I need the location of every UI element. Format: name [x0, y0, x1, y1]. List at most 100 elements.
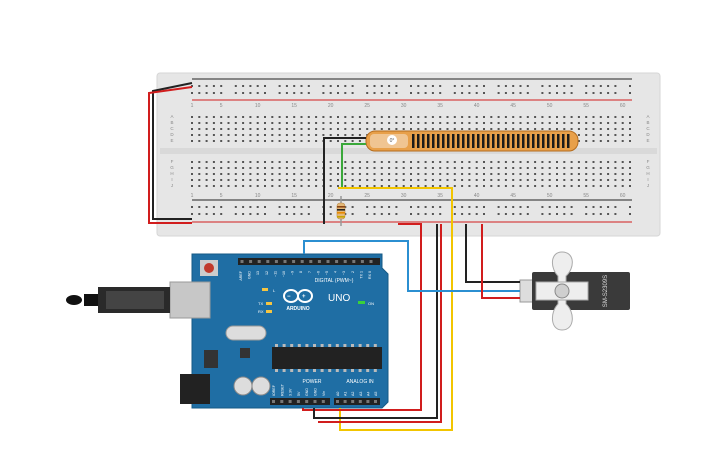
terminal-hole[interactable] [358, 173, 361, 175]
terminal-hole[interactable] [453, 179, 456, 181]
terminal-hole[interactable] [242, 167, 245, 169]
analog-pin[interactable] [343, 400, 347, 403]
terminal-hole[interactable] [351, 128, 354, 130]
terminal-hole[interactable] [490, 116, 493, 118]
terminal-hole[interactable] [519, 173, 522, 175]
terminal-hole[interactable] [556, 128, 558, 130]
terminal-hole[interactable] [577, 134, 580, 136]
terminal-hole[interactable] [607, 185, 610, 187]
terminal-hole[interactable] [490, 173, 493, 175]
terminal-hole[interactable] [475, 122, 478, 124]
terminal-hole[interactable] [242, 161, 245, 163]
rail-hole[interactable] [380, 206, 383, 208]
terminal-hole[interactable] [410, 116, 412, 118]
rail-hole[interactable] [329, 206, 332, 208]
terminal-hole[interactable] [380, 167, 383, 169]
terminal-hole[interactable] [599, 161, 602, 163]
rail-hole[interactable] [519, 213, 522, 215]
terminal-hole[interactable] [278, 179, 281, 181]
terminal-hole[interactable] [271, 122, 274, 124]
rail-hole[interactable] [417, 206, 420, 208]
rail-hole[interactable] [264, 85, 266, 87]
terminal-hole[interactable] [607, 179, 610, 181]
terminal-hole[interactable] [191, 173, 193, 175]
terminal-hole[interactable] [388, 128, 391, 130]
terminal-hole[interactable] [307, 128, 310, 130]
terminal-hole[interactable] [205, 140, 208, 142]
rail-hole[interactable] [366, 213, 369, 215]
terminal-hole[interactable] [227, 140, 230, 142]
terminal-hole[interactable] [577, 167, 580, 169]
terminal-hole[interactable] [220, 140, 223, 142]
terminal-hole[interactable] [278, 122, 281, 124]
terminal-hole[interactable] [497, 185, 500, 187]
terminal-hole[interactable] [205, 173, 208, 175]
terminal-hole[interactable] [541, 167, 544, 169]
terminal-hole[interactable] [234, 161, 237, 163]
terminal-hole[interactable] [271, 128, 274, 130]
rail-hole[interactable] [504, 213, 507, 215]
terminal-hole[interactable] [461, 116, 464, 118]
terminal-hole[interactable] [526, 185, 529, 187]
terminal-hole[interactable] [322, 116, 325, 118]
terminal-hole[interactable] [322, 128, 325, 130]
rail-hole[interactable] [351, 92, 354, 94]
terminal-hole[interactable] [592, 179, 595, 181]
terminal-hole[interactable] [410, 161, 412, 163]
terminal-hole[interactable] [512, 179, 515, 181]
terminal-hole[interactable] [329, 122, 332, 124]
terminal-hole[interactable] [315, 179, 318, 181]
terminal-hole[interactable] [556, 167, 558, 169]
rail-hole[interactable] [278, 206, 281, 208]
terminal-hole[interactable] [592, 161, 595, 163]
terminal-hole[interactable] [285, 116, 288, 118]
terminal-hole[interactable] [446, 116, 449, 118]
terminal-hole[interactable] [629, 140, 631, 142]
rail-hole[interactable] [234, 92, 237, 94]
rail-hole[interactable] [592, 213, 595, 215]
terminal-hole[interactable] [490, 185, 493, 187]
rail-hole[interactable] [234, 206, 237, 208]
terminal-hole[interactable] [629, 179, 631, 181]
terminal-hole[interactable] [497, 116, 500, 118]
rail-hole[interactable] [198, 92, 201, 94]
terminal-hole[interactable] [629, 134, 631, 136]
rail-hole[interactable] [475, 92, 478, 94]
terminal-hole[interactable] [366, 122, 369, 124]
terminal-hole[interactable] [541, 179, 544, 181]
terminal-hole[interactable] [212, 140, 215, 142]
terminal-hole[interactable] [227, 185, 230, 187]
terminal-hole[interactable] [380, 179, 383, 181]
terminal-hole[interactable] [329, 161, 332, 163]
rail-hole[interactable] [512, 206, 515, 208]
rail-hole[interactable] [512, 85, 515, 87]
terminal-hole[interactable] [607, 140, 610, 142]
terminal-hole[interactable] [468, 122, 471, 124]
terminal-hole[interactable] [285, 173, 288, 175]
rail-hole[interactable] [191, 92, 193, 94]
rail-hole[interactable] [256, 213, 259, 215]
rail-hole[interactable] [548, 85, 551, 87]
terminal-hole[interactable] [191, 179, 193, 181]
digital-pin[interactable] [257, 260, 261, 263]
power-pin[interactable] [321, 400, 325, 403]
rail-hole[interactable] [322, 92, 325, 94]
terminal-hole[interactable] [300, 128, 303, 130]
terminal-hole[interactable] [541, 173, 544, 175]
terminal-hole[interactable] [439, 185, 442, 187]
terminal-hole[interactable] [315, 185, 318, 187]
terminal-hole[interactable] [614, 185, 617, 187]
terminal-hole[interactable] [614, 173, 617, 175]
terminal-hole[interactable] [351, 134, 354, 136]
terminal-hole[interactable] [373, 128, 376, 130]
terminal-hole[interactable] [366, 128, 369, 130]
terminal-hole[interactable] [212, 185, 215, 187]
analog-pin[interactable] [374, 400, 377, 403]
rail-hole[interactable] [285, 206, 288, 208]
terminal-hole[interactable] [424, 185, 427, 187]
terminal-hole[interactable] [534, 185, 537, 187]
terminal-hole[interactable] [577, 185, 580, 187]
terminal-hole[interactable] [526, 167, 529, 169]
terminal-hole[interactable] [468, 116, 471, 118]
rail-hole[interactable] [585, 85, 588, 87]
